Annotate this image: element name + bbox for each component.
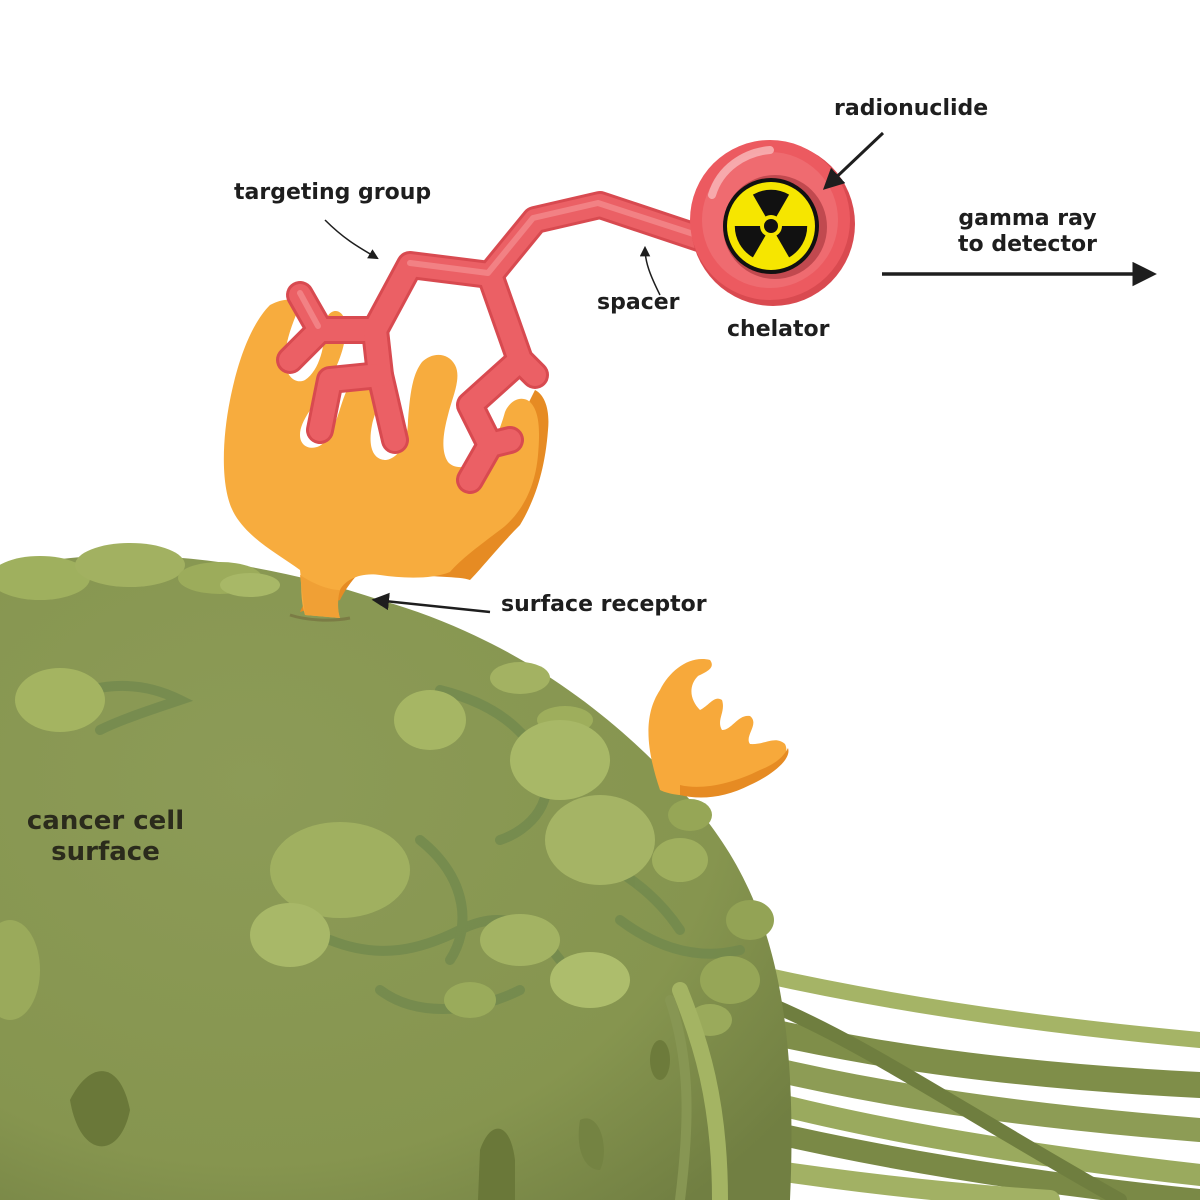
radionuclide-arrow [822,131,885,190]
targeting-group-arrow [324,219,379,260]
spacer-arrow [639,245,661,296]
cancer-cell-label-line2: surface [51,837,160,868]
cell-spots [0,668,774,1036]
surface-receptor-arrow [371,592,491,614]
cancer-cell [0,543,1200,1200]
radiation-trefoil-icon [723,178,819,274]
radionuclide-label: radionuclide [834,96,989,121]
cell-surface-bumps [0,543,712,831]
spacer-label: spacer [597,290,680,315]
gamma-ray-label-line1: gamma ray [958,206,1097,231]
chelator-label: chelator [727,317,830,342]
gamma-ray-label: gamma ray to detector [940,206,1115,259]
cancer-cell-surface-label: cancer cell surface [18,806,193,868]
cancer-cell-label-line1: cancer cell [26,806,185,836]
targeting-group-label: targeting group [234,180,432,205]
main-surface-receptor [223,299,549,622]
targeting-molecule [276,191,734,494]
label-arrows [324,131,1157,614]
gamma-ray-label-line2: to detector [958,232,1097,258]
small-surface-receptor [648,659,789,798]
surface-receptor-label: surface receptor [501,592,707,617]
cell-dents [70,1040,670,1200]
